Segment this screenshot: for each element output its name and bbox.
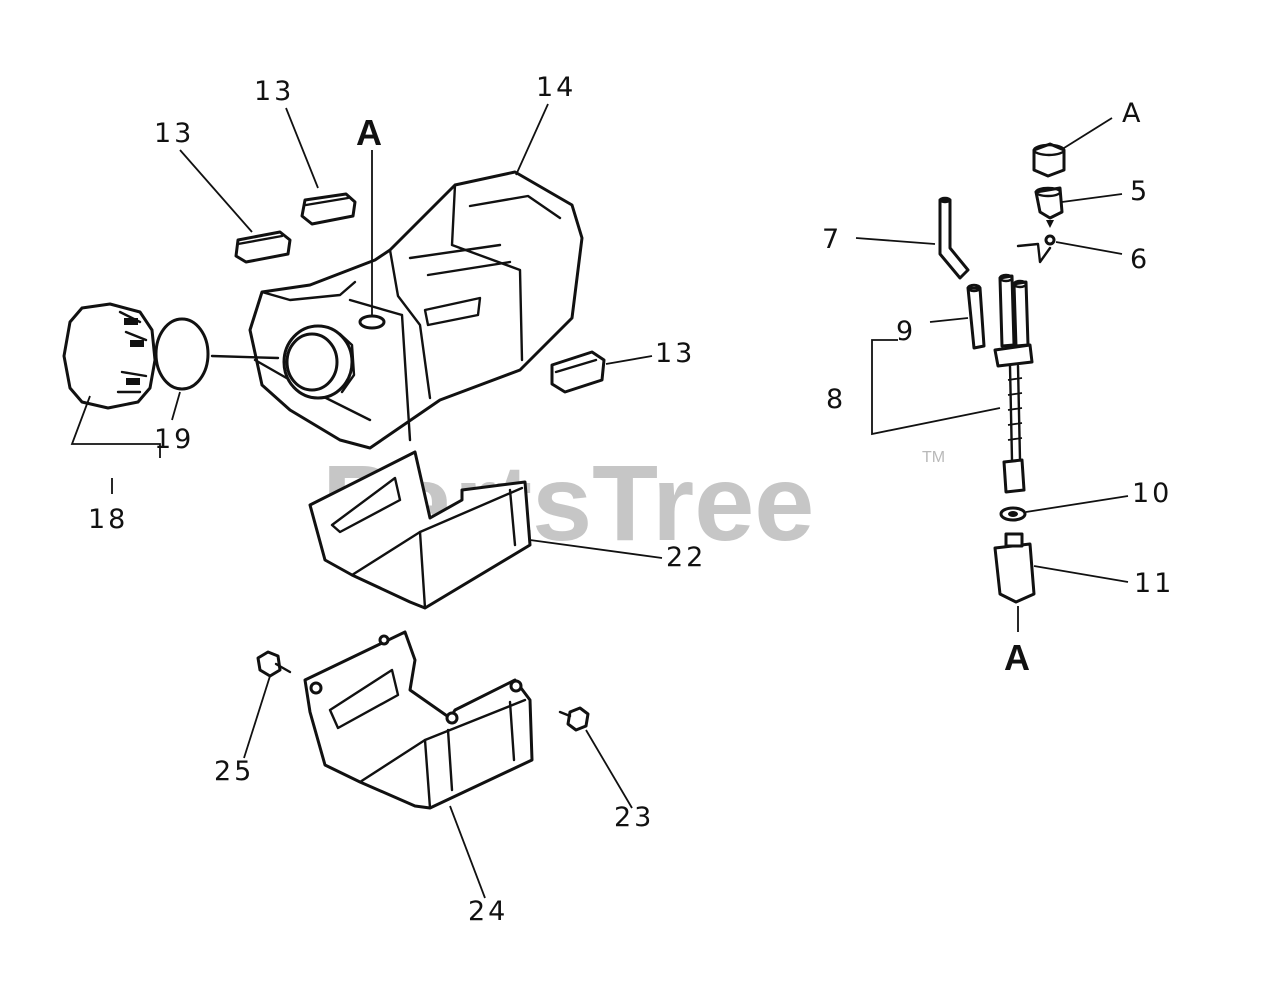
rubber-mount-left[interactable] (234, 230, 292, 264)
watermark-trademark: TM (922, 449, 945, 466)
rubber-mount-top[interactable] (300, 192, 357, 226)
vent-valve-5[interactable] (1034, 186, 1064, 228)
grommet-assembly[interactable] (993, 273, 1034, 494)
callout-19: 19 (154, 424, 194, 455)
callout-13-top: 13 (254, 76, 294, 107)
screw-25[interactable] (256, 650, 292, 678)
callout-11: 11 (1134, 568, 1174, 599)
callout-14: 14 (536, 72, 576, 103)
tank-guard-upper[interactable] (308, 450, 532, 610)
fuel-line-7[interactable] (938, 196, 970, 280)
callout-23: 23 (614, 802, 654, 833)
fuel-tank[interactable] (248, 170, 584, 450)
vent-ball-6[interactable] (1044, 234, 1056, 246)
callout-13-left: 13 (154, 118, 194, 149)
callout-10: 10 (1132, 478, 1172, 509)
callout-25: 25 (214, 756, 254, 787)
tank-cap[interactable] (62, 302, 157, 410)
callout-18: 18 (88, 504, 128, 535)
callout-9: 9 (896, 316, 916, 347)
callout-5: 5 (1130, 176, 1150, 207)
screw-23[interactable] (558, 706, 590, 732)
fuel-filler-cap-a[interactable] (1032, 142, 1066, 178)
cap-gasket[interactable] (154, 317, 210, 391)
fuel-filter-11[interactable] (993, 532, 1036, 604)
fuel-line-9[interactable] (966, 283, 986, 350)
callout-22: 22 (666, 542, 706, 573)
callout-13-right: 13 (655, 338, 695, 369)
callout-a-tank: A (356, 112, 382, 153)
callout-7: 7 (822, 224, 842, 255)
tank-guard-lower[interactable] (303, 630, 534, 810)
callout-6: 6 (1130, 244, 1150, 275)
leader-cap-to-neck (210, 354, 280, 360)
rubber-mount-right[interactable] (550, 350, 606, 394)
callout-a-filter: A (1004, 637, 1030, 678)
vent-line (1016, 242, 1052, 264)
weight-10[interactable] (999, 506, 1027, 522)
leader-lines (70, 103, 1129, 899)
callout-8: 8 (826, 384, 846, 415)
callout-24: 24 (468, 896, 508, 927)
callout-a-cap: A (1122, 98, 1143, 129)
